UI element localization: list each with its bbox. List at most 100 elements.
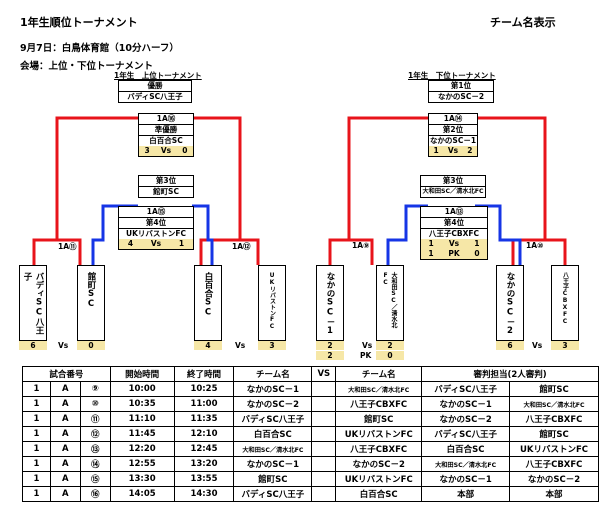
header-match-no: 試合番号	[22, 366, 111, 382]
header-vs: VS	[311, 366, 337, 382]
cell-grade: 1	[22, 486, 51, 502]
cell-vs	[311, 486, 337, 502]
team-name: 大和田SC／清水北FC	[382, 272, 397, 328]
cell-ref-1: バディSC八王子	[421, 381, 511, 397]
upper-semi-label: 1A⑮	[119, 207, 193, 218]
vs: Vs	[160, 146, 172, 155]
vs: Vs	[447, 146, 459, 155]
lower-match-right-label: 1A⑩	[526, 241, 544, 250]
upper-team-1: バディSC八王子	[19, 265, 47, 341]
lower-second-rank: 第2位	[429, 125, 477, 135]
score-a: 1	[428, 239, 434, 248]
upper-team-3-score: 4	[194, 341, 222, 350]
cell-grade: 1	[22, 456, 51, 472]
upper-match-right-label: 1A⑫	[232, 242, 251, 251]
cell-grade: 1	[22, 426, 51, 442]
cell-court: A	[49, 381, 81, 397]
cell-team-b: 八王子CBXFC	[335, 396, 423, 412]
team-name: UKリバストンFC	[268, 272, 276, 330]
cell-vs	[311, 396, 337, 412]
cell-court: A	[49, 441, 81, 457]
cell-match: ⑬	[79, 441, 111, 457]
upper-third-box: 第3位 館町SC	[138, 175, 194, 198]
cell-ref-2: 八王子CBXFC	[509, 456, 599, 472]
cell-team-b: 大和田SC／清水北FC	[335, 381, 423, 397]
cell-start: 11:10	[109, 411, 175, 427]
team-name: なかのSC－1	[325, 272, 335, 336]
cell-start: 11:45	[109, 426, 175, 442]
header-referee: 審判担当(2人審判)	[421, 366, 599, 382]
third-team: 館町SC	[139, 186, 193, 197]
cell-ref-2: 八王子CBXFC	[509, 411, 599, 427]
upper-fourth-team: UKリバストンFC	[119, 228, 193, 239]
schedule-header-row: 試合番号 開始時間 終了時間 チーム名 VS チーム名 審判担当(2人審判)	[22, 366, 599, 382]
upper-final-box: 1A⑯ 準優勝 白百合SC 3 Vs 0	[138, 113, 194, 157]
cell-match: ⑫	[79, 426, 111, 442]
cell-ref-2: UKリバストンFC	[509, 441, 599, 457]
cell-ref-2: 大和田SC／清水北FC	[509, 396, 599, 412]
cell-match: ⑮	[79, 471, 111, 487]
schedule-table: 試合番号 開始時間 終了時間 チーム名 VS チーム名 審判担当(2人審判) 1…	[22, 366, 599, 502]
lower-team-2: 大和田SC／清水北FC	[376, 265, 404, 341]
winner-label: 優勝	[147, 81, 163, 90]
first-team: なかのSC－2	[429, 91, 493, 102]
cell-ref-1: 白百合SC	[421, 441, 511, 457]
cell-start: 10:35	[109, 396, 175, 412]
upper-team-1-score: 6	[19, 341, 47, 350]
lower-team-4-score: 3	[551, 341, 579, 350]
lower-semi-label: 1A⑬	[421, 207, 487, 218]
header-start: 開始時間	[109, 366, 175, 382]
pk-b: 0	[474, 249, 480, 258]
cell-vs	[311, 471, 337, 487]
score-b: 1	[178, 239, 185, 248]
cell-team-b: なかのSC－2	[335, 456, 423, 472]
cell-start: 12:20	[109, 441, 175, 457]
upper-semi-score: 4 Vs 1	[119, 239, 193, 249]
upper-bracket-title: 1年生 上位トーナメント	[114, 71, 202, 80]
cell-ref-2: なかのSC－2	[509, 471, 599, 487]
lower-final-score: 1 Vs 2	[429, 146, 477, 156]
cell-match: ⑩	[79, 396, 111, 412]
lower-semi-box: 1A⑬ 第4位 八王子CBXFC 1 Vs 1 1 PK 0	[420, 206, 488, 260]
team-name: なかのSC－2	[505, 272, 515, 336]
upper-runnerup-team: 白百合SC	[139, 135, 193, 146]
score-a: 1	[433, 146, 439, 155]
cell-court: A	[49, 471, 81, 487]
cell-end: 12:45	[173, 441, 235, 457]
cell-team-a: なかのSC－1	[233, 381, 313, 397]
upper-semi-box: 1A⑮ 第4位 UKリバストンFC 4 Vs 1	[118, 206, 194, 250]
lower-pk-left: PK	[360, 351, 372, 360]
cell-vs	[311, 411, 337, 427]
lower-fourth-rank: 第4位	[421, 218, 487, 228]
cell-court: A	[49, 411, 81, 427]
cell-vs	[311, 381, 337, 397]
cell-ref-2: 館町SC	[509, 381, 599, 397]
upper-final-score: 3 Vs 0	[139, 146, 193, 156]
upper-match-left-label: 1A⑪	[58, 242, 77, 251]
cell-team-b: UKリバストンFC	[335, 426, 423, 442]
cell-team-a: 大和田SC／清水北FC	[233, 441, 313, 457]
cell-start: 13:30	[109, 471, 175, 487]
cell-vs	[311, 456, 337, 472]
cell-ref-2: 本部	[509, 486, 599, 502]
lower-final-box: 1A⑭ 第2位 なかのSC－1 1 Vs 2	[428, 113, 478, 157]
upper-team-3: 白百合SC	[194, 265, 222, 341]
score-b: 0	[182, 146, 188, 155]
upper-final-label: 1A⑯	[139, 114, 193, 125]
third-rank: 第3位	[155, 176, 177, 185]
lower-team-3: なかのSC－2	[496, 265, 524, 341]
cell-ref-1: なかのSC－1	[421, 471, 511, 487]
upper-winner-box: 優勝 バディSC八王子	[118, 80, 192, 103]
lower-semi-pk: 1 PK 0	[421, 249, 487, 259]
lower-vs-left: Vs	[362, 341, 373, 350]
vs: Vs	[448, 239, 460, 248]
upper-fourth-rank: 第4位	[119, 218, 193, 228]
cell-end: 14:30	[173, 486, 235, 502]
lower-team-3-score: 6	[496, 341, 524, 350]
lower-semi-score: 1 Vs 1	[421, 239, 487, 249]
